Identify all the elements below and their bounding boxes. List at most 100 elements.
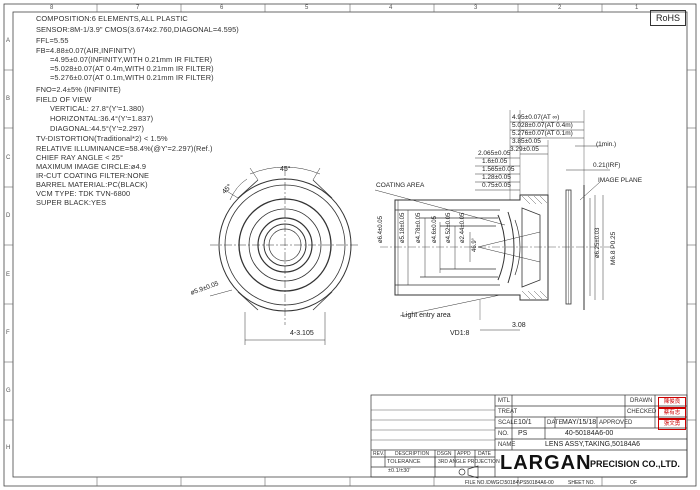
signature-stamp: 蔡有志 xyxy=(658,408,686,419)
spec-line: CHIEF RAY ANGLE < 25° xyxy=(36,153,124,162)
spec-line: COMPOSITION:6 ELEMENTS,ALL PLASTIC xyxy=(36,14,188,23)
date-label: DATE xyxy=(547,420,563,426)
section-view xyxy=(374,110,610,331)
signature-stamp: 張文勇 xyxy=(658,419,686,430)
section-dim: 5.276±0.07(AT 0.1m) xyxy=(512,130,573,137)
zone-row-label: F xyxy=(6,330,10,336)
zone-col-label: 4 xyxy=(389,5,393,11)
scale-label: SCALE xyxy=(498,420,518,426)
spec-line: FIELD OF VIEW xyxy=(36,95,92,104)
file-no: FILE NO.\DWGC\50184\PS50184A6-00 xyxy=(465,480,554,486)
image-plane-label: IMAGE PLANE xyxy=(598,177,643,184)
company-name: PRECISION CO.,LTD. xyxy=(590,459,680,469)
zone-row-label: E xyxy=(6,272,11,278)
spec-line: RELATIVE ILLUMINANCE=58.4%(@Y'=2.297)(Re… xyxy=(36,144,213,153)
spec-line: BARREL MATERIAL:PC(BLACK) xyxy=(36,180,148,189)
date-value: MAY/15/18 xyxy=(562,419,597,426)
spec-line: =5.276±0.07(AT 0.1m,WITH 0.21mm IR FILTE… xyxy=(50,73,214,82)
treat-label: TREAT xyxy=(498,409,518,415)
zone-row-label: D xyxy=(6,213,11,219)
section-dim: 46.9° xyxy=(472,237,478,252)
section-dim: ø5.18±0.05 xyxy=(400,212,406,243)
signature-stamp: 陳俊良 xyxy=(658,397,686,408)
no-label: NO. xyxy=(498,431,509,437)
spec-line: FNO=2.4±5% (INFINITE) xyxy=(36,85,121,94)
tolerance-value: ±0.1/±30' xyxy=(388,468,411,474)
tolerance-label: TOLERANCE xyxy=(387,459,421,465)
zone-row-label: H xyxy=(6,445,11,451)
spec-line: IR-CUT COATING FILTER:NONE xyxy=(36,171,150,180)
vd-label: VD1:8 xyxy=(450,330,470,337)
zone-row-label: G xyxy=(6,388,11,394)
date2-label: DATE xyxy=(478,451,491,457)
spec-line: SENSOR:8M-1/3.9" CMOS(3.674x2.760,DIAGON… xyxy=(36,25,239,34)
zone-row-label: B xyxy=(6,96,11,102)
checked-label: CHECKED xyxy=(627,409,657,415)
spec-line: VCM TYPE: TDK TVN-6800 xyxy=(36,189,131,198)
light-entry-label: Light entry area xyxy=(402,312,451,319)
section-dim: 1.565±0.05 xyxy=(482,166,515,173)
zone-col-label: 6 xyxy=(220,5,224,11)
spec-line: HORIZONTAL:36.4°(Y'=1.837) xyxy=(50,114,154,123)
mtl-label: MTL xyxy=(498,398,510,404)
coating-area-label: COATING AREA xyxy=(376,182,425,189)
zone-col-label: 5 xyxy=(305,5,309,11)
approved-label: APPROVED xyxy=(599,420,633,426)
of-label: OF xyxy=(630,480,637,486)
name-label: NAME xyxy=(498,442,516,448)
sheet-no: SHEET NO. xyxy=(568,480,595,486)
rev-label: REV. xyxy=(373,451,385,457)
section-dim: (1min.) xyxy=(596,141,617,148)
zone-row-label: A xyxy=(6,38,11,44)
zone-col-label: 3 xyxy=(474,5,478,11)
title-block-lines xyxy=(370,394,688,479)
section-dim: ø4.78±0.05 xyxy=(416,212,422,243)
part-number: 40-50184A6-00 xyxy=(565,430,614,437)
section-dim: 4.95±0.07(AT ∞) xyxy=(512,114,560,121)
section-dim: 1.6±0.05 xyxy=(482,158,508,165)
no-value: PS xyxy=(518,430,528,437)
dsgn-label: DSGN xyxy=(437,451,452,457)
zone-row-label: C xyxy=(6,155,11,161)
name-value: LENS ASSY,TAKING,50184A6 xyxy=(545,441,641,448)
spec-line: =4.95±0.07(INFINITY,WITH 0.21mm IR FILTE… xyxy=(50,55,213,64)
section-dim: ø4.6±0.05 xyxy=(432,216,438,243)
company-logo: LARGAN xyxy=(500,452,592,474)
spec-line: DIAGONAL:44.5°(Y'=2.297) xyxy=(50,124,145,133)
zone-col-label: 1 xyxy=(635,5,639,11)
zone-col-label: 7 xyxy=(136,5,140,11)
section-dim: ø6.25±0.03 xyxy=(595,227,601,258)
spec-line: MAXIMUM IMAGE CIRCLE:ø4.9 xyxy=(36,162,147,171)
spec-line: SUPER BLACK:YES xyxy=(36,198,107,207)
front-width-label: 4-3.105 xyxy=(290,330,314,337)
spec-line: =5.028±0.07(AT 0.4m,WITH 0.21mm IR FILTE… xyxy=(50,64,214,73)
section-dim: 0.75±0.05 xyxy=(482,182,511,189)
drawn-label: DRAWN xyxy=(630,398,653,404)
section-dim: 5.028±0.07(AT 0.4m) xyxy=(512,122,573,129)
spec-line: VERTICAL: 27.8°(Y'=1.380) xyxy=(50,104,145,113)
front-view xyxy=(209,166,360,345)
zone-col-label: 2 xyxy=(558,5,562,11)
projection-label: 3RD ANGLE PROJECTION xyxy=(438,459,500,465)
section-dim: 2.065±0.05 xyxy=(478,150,511,157)
rohs-badge: RoHS xyxy=(650,10,686,26)
section-dim: 3.29±0.05 xyxy=(510,146,539,153)
front-angle-label: 45° xyxy=(280,166,291,173)
section-dim: ø4.52±0.05 xyxy=(446,212,452,243)
section-dim: 3.85±0.05 xyxy=(512,138,541,145)
section-dim: 0.21(IRF) xyxy=(593,162,621,169)
spec-line: FB=4.88±0.07(AIR,INFINITY) xyxy=(36,46,136,55)
description-label: DESCRIPTION xyxy=(395,451,430,457)
scale-value: 10/1 xyxy=(518,419,532,426)
appd-label: APPD xyxy=(457,451,471,457)
length-label: 3.08 xyxy=(512,322,526,329)
section-dim: ø2.44±0.05 xyxy=(460,212,466,243)
thread-label: M6.8 P0.25 xyxy=(610,231,617,265)
section-dim: 1.28±0.05 xyxy=(482,174,511,181)
spec-line: TV-DISTORTION(Traditional*2) < 1.5% xyxy=(36,134,168,143)
spec-line: FFL=5.55 xyxy=(36,36,69,45)
zone-ticks xyxy=(4,4,696,486)
section-dim: ø6.4±0.05 xyxy=(378,216,384,243)
zone-col-label: 8 xyxy=(50,5,54,11)
